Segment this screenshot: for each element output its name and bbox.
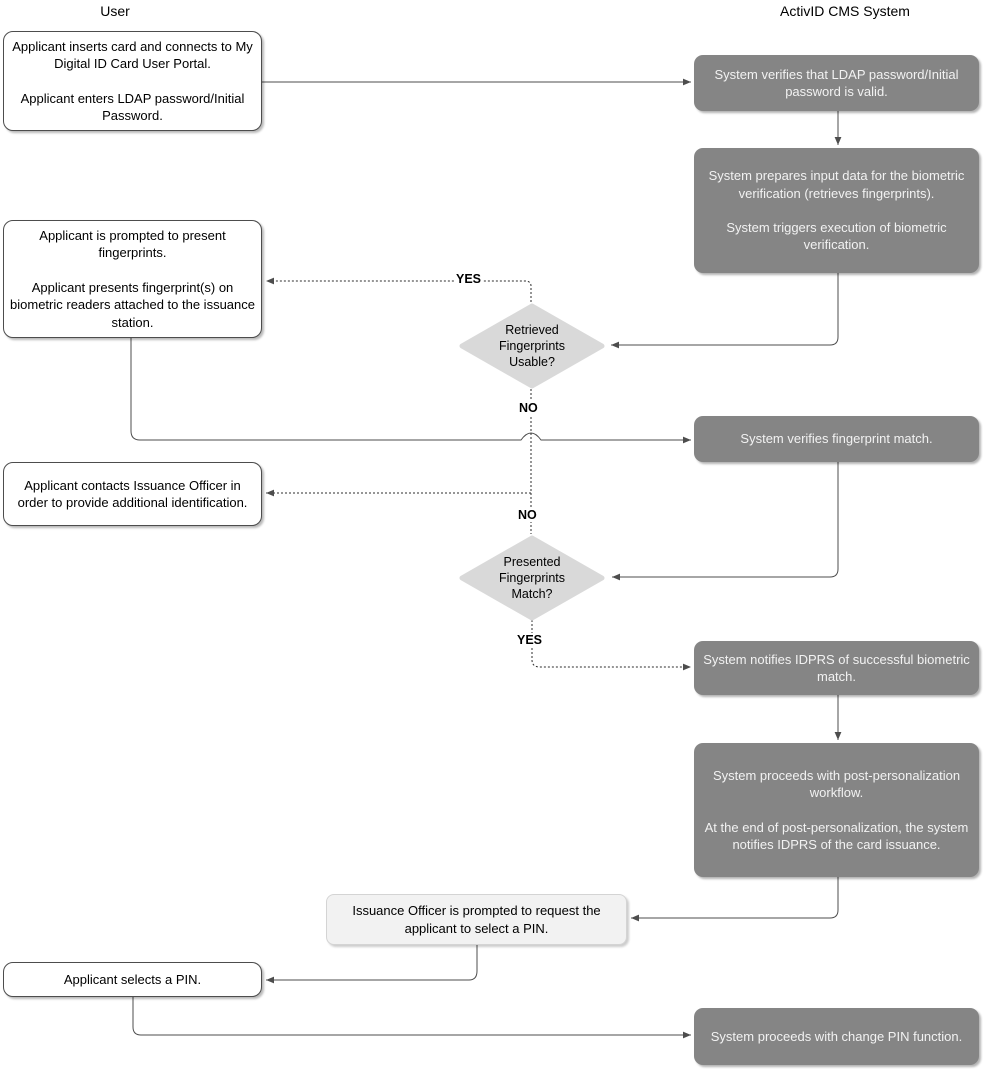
column-header-activid-cms-system: ActivID CMS System [780,3,910,19]
connector-usable-yes-to-presentfingerprints [266,277,532,302]
node-system-verifies-ldap-password: System verifies that LDAP password/Initi… [694,55,979,111]
connector-verifymatch-to-match-decision [612,462,839,581]
node-issuance-officer-prompted: Issuance Officer is prompted to request … [326,894,627,945]
node-system-post-personalization: System proceeds with post-personalizatio… [694,743,979,877]
branch-label-match-yes: YES [515,633,545,647]
decision-label: Retrieved Fingerprints Usable? [499,322,565,370]
connector-promptpin-to-selectpin [266,945,478,984]
decision-retrieved-fingerprints-usable: Retrieved Fingerprints Usable? [458,303,606,389]
node-system-prepares-biometric-data: System prepares input data for the biome… [694,148,979,273]
column-header-user: User [100,3,130,19]
branch-label-usable-no: NO [517,401,540,415]
decision-presented-fingerprints-match: Presented Fingerprints Match? [458,535,606,621]
diamond-shape [459,303,605,389]
connector-selectpin-to-changepin [132,997,691,1039]
node-applicant-inserts-card: Applicant inserts card and connects to M… [3,31,262,131]
node-applicant-selects-pin: Applicant selects a PIN. [3,962,262,997]
branch-label-usable-yes: YES [454,272,484,286]
connector-preparebiometric-to-usable-decision [611,273,839,349]
connector-presentfingerprints-to-verifymatch [130,338,691,444]
node-system-change-pin: System proceeds with change PIN function… [694,1008,979,1065]
node-system-verifies-fingerprint-match: System verifies fingerprint match. [694,416,979,462]
decision-label: Presented Fingerprints Match? [499,554,565,602]
node-system-notifies-idprs: System notifies IDPRS of successful biom… [694,641,979,695]
node-applicant-contacts-issuance-officer: Applicant contacts Issuance Officer in o… [3,462,262,526]
node-applicant-presents-fingerprints: Applicant is prompted to present fingerp… [3,220,262,338]
connector-match-yes-to-notifyidprs [531,620,691,671]
diamond-shape [459,535,605,621]
branch-label-match-no: NO [516,508,539,522]
connector-postpersonalization-to-promptpin [631,877,839,922]
